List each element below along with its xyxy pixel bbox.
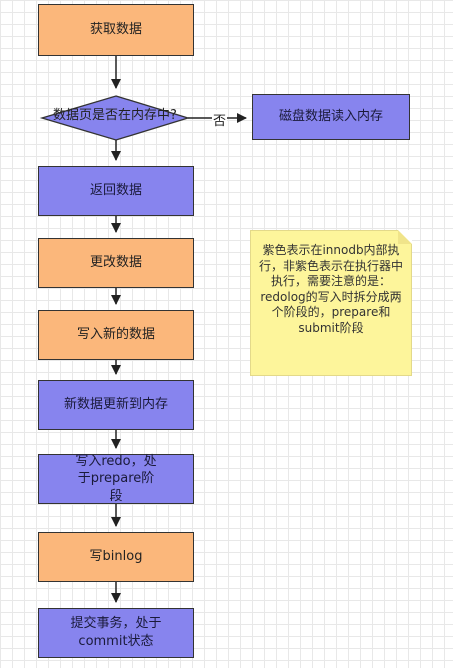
step-update-data[interactable]: 更改数据 (38, 238, 194, 288)
step-write-redo-label: 写入redo，处于prepare阶段 (75, 453, 157, 504)
step-update-data-label: 更改数据 (89, 255, 142, 271)
step-update-memory[interactable]: 新数据更新到内存 (38, 380, 194, 430)
step-write-binlog-label: 写binlog (89, 549, 143, 565)
step-disk-read[interactable]: 磁盘数据读入内存 (252, 94, 410, 140)
note-corner-fold (398, 230, 412, 244)
step-commit[interactable]: 提交事务，处于commit状态 (38, 608, 194, 658)
step-update-memory-label: 新数据更新到内存 (63, 397, 168, 413)
step-return-data-label: 返回数据 (89, 183, 142, 199)
step-get-data[interactable]: 获取数据 (38, 4, 194, 56)
step-return-data[interactable]: 返回数据 (38, 166, 194, 216)
step-disk-read-label: 磁盘数据读入内存 (278, 109, 383, 125)
step-write-binlog[interactable]: 写binlog (38, 532, 194, 582)
step-write-new-data[interactable]: 写入新的数据 (38, 310, 194, 360)
decision-label: 数据页是否在内存中? (53, 108, 177, 124)
legend-note: 紫色表示在innodb内部执行，非紫色表示在执行器中执行，需要注意的是：redo… (250, 230, 412, 376)
edge-label-no: 否 (212, 110, 228, 129)
step-write-new-data-label: 写入新的数据 (76, 327, 155, 343)
step-get-data-label: 获取数据 (89, 22, 142, 38)
step-write-redo[interactable]: 写入redo，处于prepare阶段 (38, 454, 194, 504)
legend-note-text: 紫色表示在innodb内部执行，非紫色表示在执行器中执行，需要注意的是：redo… (259, 243, 404, 335)
step-commit-label: 提交事务，处于commit状态 (70, 616, 162, 649)
